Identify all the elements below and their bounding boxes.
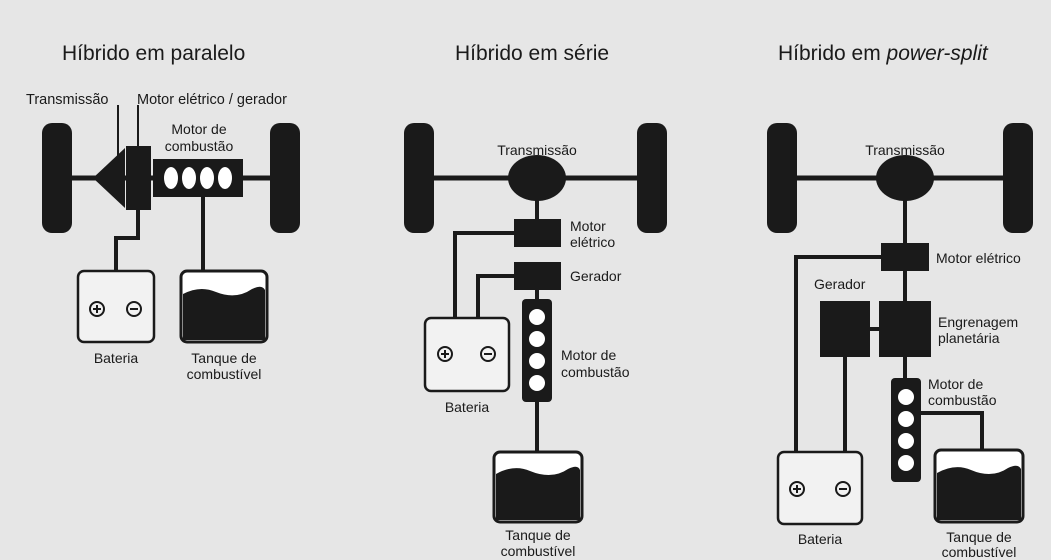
battery-minus-icon: [480, 346, 496, 362]
label-fuel-tank-line1: Tanque de: [505, 527, 571, 543]
label-fuel-tank-line2: combustível: [187, 366, 262, 382]
label-electric-motor-line2: elétrico: [570, 234, 615, 250]
wheel-left: [42, 123, 72, 233]
planetary-gear-shape: [879, 301, 931, 357]
label-fuel-tank-line2: combustível: [501, 543, 576, 559]
label-transmission: Transmissão: [26, 92, 108, 108]
wheel-right: [270, 123, 300, 233]
panel-series: Híbrido em série Transmissão Motor: [404, 42, 667, 559]
wire-generator-battery: [476, 274, 514, 318]
cylinder: [898, 389, 914, 405]
label-fuel-tank-line2: combustível: [942, 544, 1017, 560]
label-engine-line1: Motor de: [171, 121, 226, 137]
cylinder: [200, 167, 214, 189]
electric-motor-shape: [881, 243, 929, 271]
label-generator: Gerador: [814, 276, 866, 292]
battery-plus-icon: [789, 481, 805, 497]
transmission-shape: [508, 155, 566, 201]
fuel-line: [921, 411, 984, 450]
label-electric-motor-line1: Motor: [570, 218, 606, 234]
label-generator: Gerador: [570, 268, 622, 284]
label-fuel-tank-line1: Tanque de: [946, 529, 1012, 545]
label-transmission: Transmissão: [865, 142, 945, 158]
label-battery: Bateria: [798, 531, 843, 547]
label-battery: Bateria: [445, 399, 490, 415]
cylinder: [529, 309, 545, 325]
fuel-level-shape: [183, 286, 265, 340]
cylinder: [898, 433, 914, 449]
battery-shape: [423, 316, 511, 393]
wheel-left: [404, 123, 434, 233]
panel-parallel-title: Híbrido em paralelo: [62, 42, 245, 65]
cylinder: [898, 411, 914, 427]
cylinder: [898, 455, 914, 471]
wire-motor-battery: [453, 231, 514, 318]
cylinder: [529, 331, 545, 347]
battery-plus-icon: [437, 346, 453, 362]
label-engine-line1: Motor de: [561, 347, 616, 363]
electric-motor-shape: [514, 219, 561, 247]
label-transmission: Transmissão: [497, 142, 577, 158]
transmission-shape: [876, 155, 934, 201]
wire-motor-battery: [114, 210, 140, 271]
label-fuel-tank-line1: Tanque de: [191, 350, 257, 366]
panel-power-split: Híbrido em power-split Trans: [767, 42, 1033, 560]
panel-series-title: Híbrido em série: [455, 42, 609, 65]
battery-plus-icon: [89, 301, 105, 317]
fuel-level-shape: [937, 465, 1021, 520]
label-battery: Bateria: [94, 350, 139, 366]
label-engine-line2: combustão: [561, 364, 630, 380]
label-engine-line1: Motor de: [928, 376, 983, 392]
label-engine-line2: combustão: [165, 138, 234, 154]
cylinder: [164, 167, 178, 189]
panel-power-split-title-main: Híbrido em: [778, 42, 887, 65]
cylinder: [529, 375, 545, 391]
transmission-shape: [93, 148, 125, 208]
wheel-right: [637, 123, 667, 233]
label-planetary-gear-line2: planetária: [938, 330, 1000, 346]
battery-shape: [776, 450, 864, 526]
combustion-engine-shape: [891, 378, 921, 482]
generator-shape: [820, 301, 870, 357]
fuel-level-shape: [496, 466, 580, 520]
wire-motor-battery: [794, 255, 881, 452]
battery-minus-icon: [835, 481, 851, 497]
panel-power-split-title-italic: power-split: [886, 42, 989, 65]
label-electric-motor: Motor elétrico: [936, 250, 1021, 266]
panel-power-split-title: Híbrido em power-split: [778, 42, 989, 65]
cylinder: [218, 167, 232, 189]
panel-parallel: Híbrido em paralelo Transmissã: [26, 42, 300, 382]
generator-shape: [514, 262, 561, 290]
cylinder: [182, 167, 196, 189]
battery-minus-icon: [126, 301, 142, 317]
combustion-engine-shape: [522, 299, 552, 402]
wheel-right: [1003, 123, 1033, 233]
wheel-left: [767, 123, 797, 233]
label-electric-motor-generator: Motor elétrico / gerador: [137, 92, 287, 108]
label-planetary-gear-line1: Engrenagem: [938, 314, 1018, 330]
label-engine-line2: combustão: [928, 392, 997, 408]
battery-shape: [76, 269, 156, 344]
electric-motor-generator-shape: [126, 146, 151, 210]
cylinder: [529, 353, 545, 369]
